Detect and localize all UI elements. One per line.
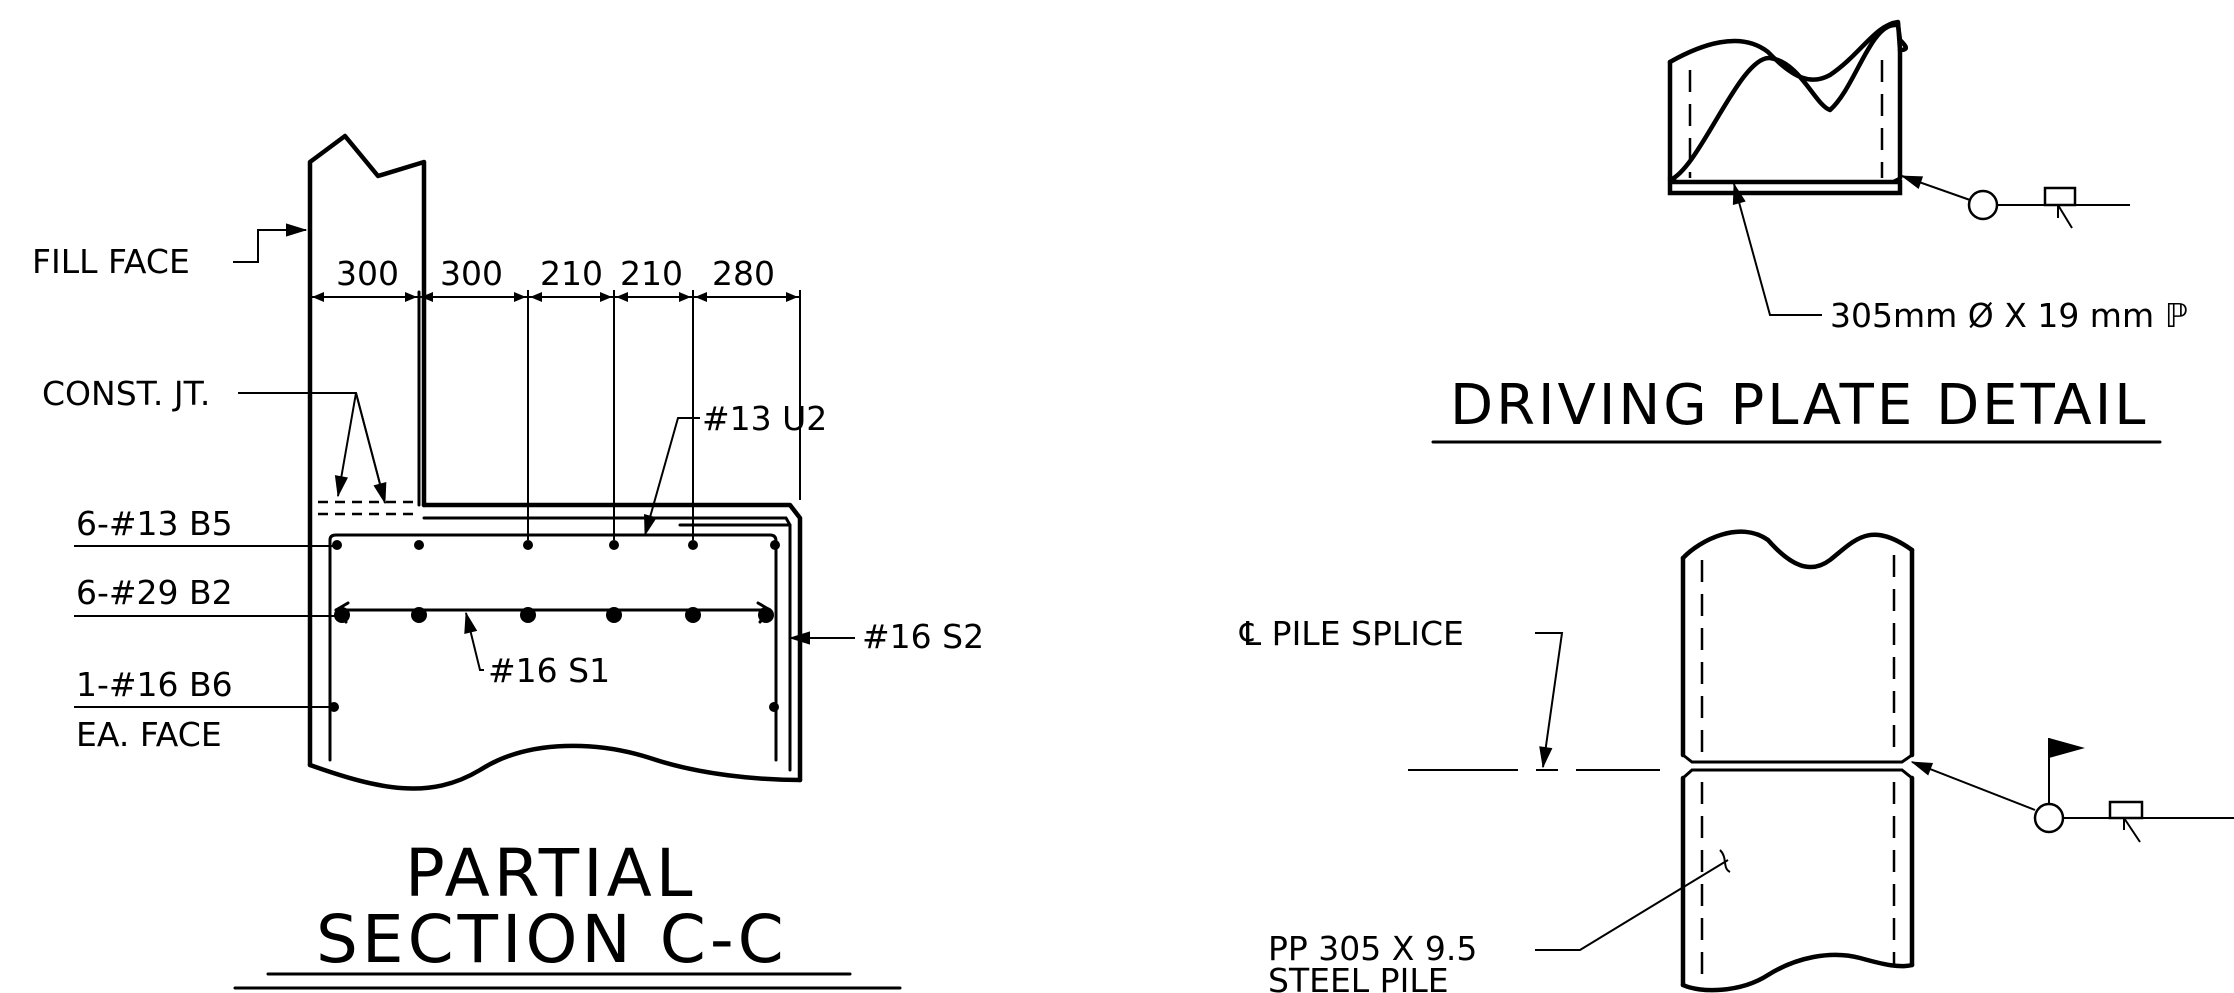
- rebar-b2: [685, 607, 701, 623]
- rebar-b2: [411, 607, 427, 623]
- rebar-b5: [688, 540, 698, 550]
- weld-fillet-icon: [2057, 204, 2073, 229]
- field-weld-flag-icon: [2049, 738, 2085, 758]
- driving-plate-detail: 305mm Ø X 19 mm ℙ DRIVING PLATE DETAIL: [1431, 19, 2188, 444]
- leader-plate: [1732, 182, 1822, 316]
- stirrup-s1: [328, 533, 778, 762]
- dim-300-a: 300: [336, 254, 399, 293]
- leader-fill-face: [233, 223, 308, 263]
- splice-joint-lower: [1681, 768, 1914, 780]
- label-const-jt: CONST. JT.: [42, 374, 210, 413]
- label-b2: 6-#29 B2: [76, 573, 233, 612]
- dim-210-b: 210: [620, 254, 683, 293]
- driving-plate-title: DRIVING PLATE DETAIL: [1450, 373, 2148, 438]
- wall-outline: [307, 133, 427, 768]
- splice-weld-box-icon: [2108, 800, 2144, 820]
- rebar-b6: [769, 702, 779, 712]
- slab-top: [421, 502, 803, 783]
- label-pile-splice: ℄ PILE SPLICE: [1239, 614, 1464, 653]
- label-ea-face: EA. FACE: [76, 715, 222, 754]
- weld-arrow: [1900, 175, 1971, 201]
- rebar-b2: [606, 607, 622, 623]
- label-u2: #13 U2: [702, 399, 827, 438]
- label-plate-note: 305mm Ø X 19 mm ℙ: [1830, 296, 2188, 335]
- weld-symbol-box-icon: [2043, 186, 2077, 207]
- label-pile-line2: STEEL PILE: [1268, 961, 1449, 993]
- dim-280: 280: [712, 254, 775, 293]
- rebar-b5: [609, 540, 619, 550]
- leader-u2: [644, 417, 700, 537]
- rebar-b5: [332, 540, 342, 550]
- pile-top-wave: [1667, 19, 1903, 82]
- pile-top-wave: [1680, 529, 1915, 570]
- dim-300-b: 300: [440, 254, 503, 293]
- section-title-line1: PARTIAL: [405, 835, 696, 912]
- leader-pile: [1535, 859, 1729, 951]
- label-fill-face: FILL FACE: [32, 242, 190, 281]
- weld-all-around-icon: [1967, 189, 1999, 221]
- rebar-b2: [520, 607, 536, 623]
- label-b5: 6-#13 B5: [76, 504, 233, 543]
- splice-weld-arrow: [1910, 761, 2036, 811]
- rebar-b5: [523, 540, 533, 550]
- section-title-line2: SECTION C-C: [316, 901, 788, 978]
- splice-weld-fillet-icon: [2123, 817, 2141, 843]
- driving-plate: [1667, 179, 1903, 196]
- label-s2: #16 S2: [862, 617, 984, 656]
- bottom-break-line: [307, 743, 803, 791]
- rebar-b5: [770, 540, 780, 550]
- rebar-b5: [414, 540, 424, 550]
- splice-weld-all-around-icon: [2033, 802, 2065, 834]
- splice-joint: [1681, 753, 1914, 764]
- leader-const-jt-arrow1: [334, 392, 357, 498]
- leader-const-jt-arrow2: [355, 392, 387, 505]
- label-b6: 1-#16 B6: [76, 665, 233, 704]
- partial-section-cc: 300 300 210 210 280 FILL FACE CONST. JT.…: [32, 133, 984, 990]
- dim-210-a: 210: [540, 254, 603, 293]
- label-pile-line1: PP 305 X 9.5: [1268, 929, 1477, 968]
- rebar-b6: [329, 702, 339, 712]
- leader-s1: [464, 611, 484, 671]
- pile-bottom-wave: [1680, 952, 1915, 993]
- pile-splice-detail: ℄ PILE SPLICE PP 305 X 9.5 STEEL PILE: [1239, 529, 2234, 993]
- label-s1: #16 S1: [488, 651, 610, 690]
- rebar-b2: [334, 607, 350, 623]
- rebar-b2: [758, 607, 774, 623]
- leader-pile-splice: [1535, 632, 1564, 769]
- slab-top-inner: [422, 516, 792, 772]
